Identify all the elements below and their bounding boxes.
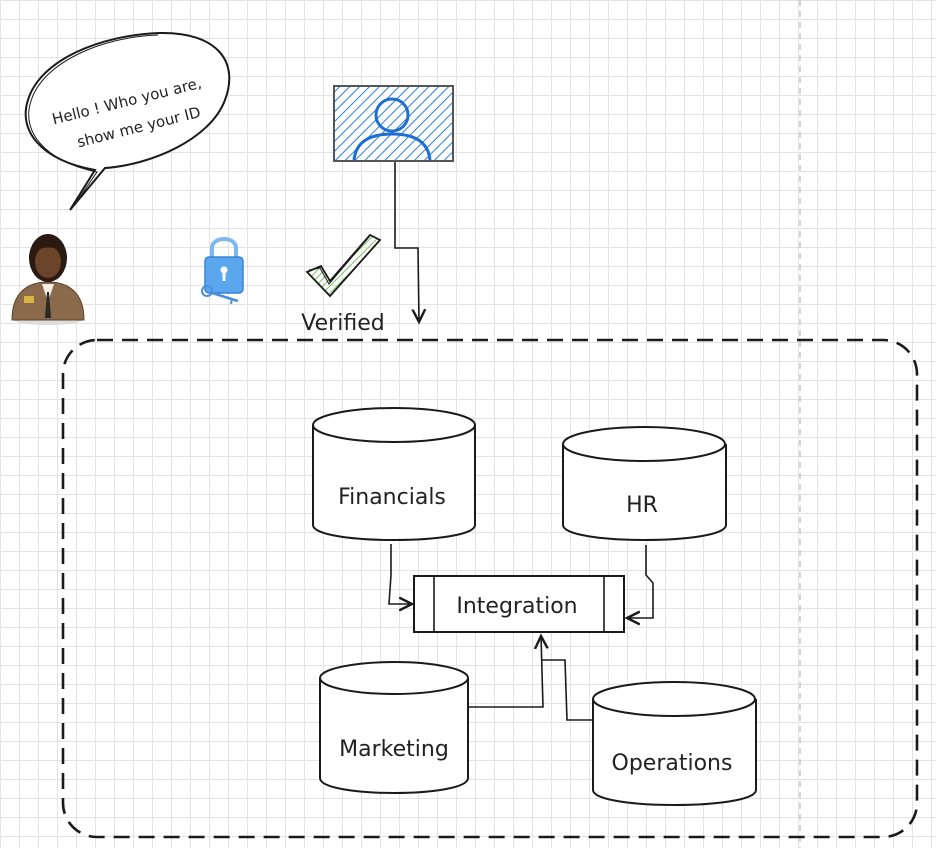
financials-label: Financials bbox=[338, 485, 446, 510]
marketing-connector bbox=[468, 636, 543, 708]
marketing-label: Marketing bbox=[339, 737, 449, 762]
financials-connector bbox=[388, 544, 412, 604]
hr-database: HR bbox=[562, 426, 727, 541]
speech-bubble: Hello ! Who you are, show me your ID bbox=[24, 31, 231, 211]
secure-zone-boundary bbox=[61, 338, 919, 839]
operations-database: Operations bbox=[592, 681, 757, 806]
hr-connector bbox=[627, 545, 654, 618]
operations-connector bbox=[541, 659, 593, 721]
id-photo-icon bbox=[333, 85, 454, 162]
marketing-database: Marketing bbox=[319, 661, 469, 794]
guard-avatar-icon bbox=[11, 234, 85, 325]
integration-component: Integration bbox=[413, 575, 625, 633]
operations-label: Operations bbox=[612, 751, 733, 776]
verification-arrow bbox=[394, 162, 419, 322]
checkmark-icon bbox=[305, 233, 382, 298]
verified-label: Verified bbox=[301, 311, 384, 336]
integration-label: Integration bbox=[456, 594, 577, 619]
hr-label: HR bbox=[626, 493, 658, 518]
financials-database: Financials bbox=[312, 407, 476, 541]
lock-key-icon bbox=[201, 237, 244, 305]
